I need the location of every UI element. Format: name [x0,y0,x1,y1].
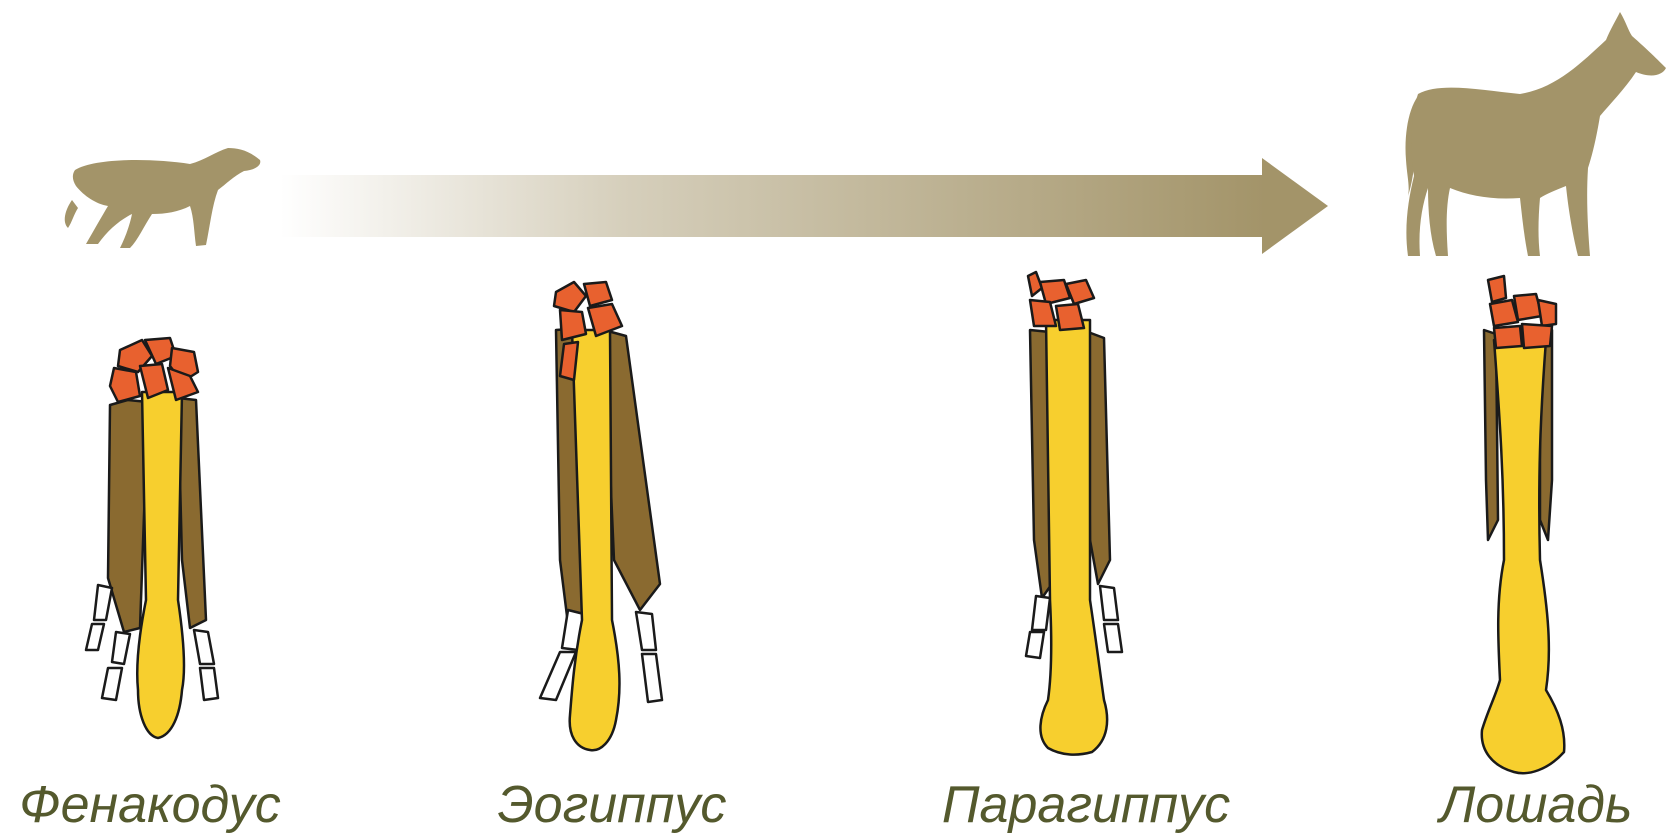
stage-label-horse: Лошадь [1437,776,1633,833]
five-toed-foot [86,338,218,738]
horse-silhouette [1406,12,1667,256]
three-toed-foot [1026,272,1122,755]
stage-label-eohippus: Эогиппус [498,776,727,833]
single-hoof-foot [1482,276,1565,773]
evolution-arrow [280,158,1328,254]
carpal-bones [110,338,198,402]
carpal-bones [1488,276,1556,348]
phenacodus-silhouette [65,148,261,248]
stage-labels: Фенакодус Эогиппус Парагиппус Лошадь [19,776,1632,833]
stage-label-phenacodus: Фенакодус [19,776,280,833]
main-bone [137,392,184,738]
side-metacarpal-right [1088,332,1110,584]
four-toed-foot [540,282,662,750]
stage-label-parahippus: Парагиппус [942,776,1230,833]
